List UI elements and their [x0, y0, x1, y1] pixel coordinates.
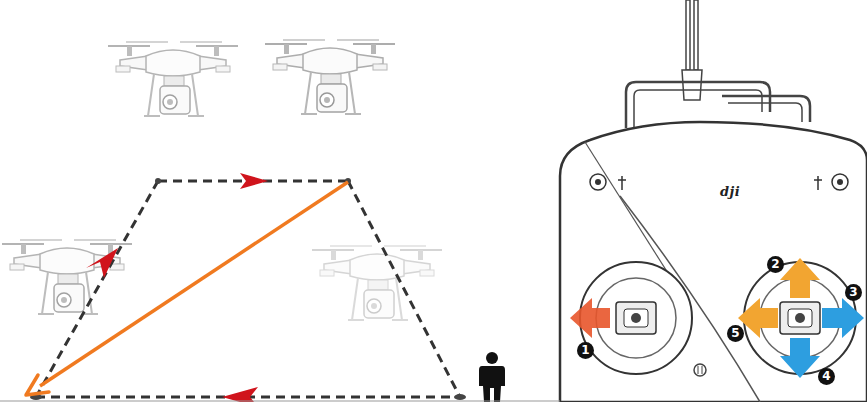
direction-arrow — [86, 248, 118, 278]
direction-arrow — [222, 387, 258, 402]
callout-number: 1 — [577, 342, 594, 359]
stick-arrow-left-orange — [738, 298, 778, 338]
callout-number: 4 — [818, 368, 835, 385]
drone-bottom-left — [2, 240, 132, 314]
callout-number: 2 — [767, 256, 784, 273]
drone-bottom-right — [312, 246, 442, 320]
callout-number: 5 — [727, 325, 744, 342]
brand-logo: dji — [720, 184, 740, 199]
flight-path — [36, 181, 460, 397]
person-icon — [479, 352, 505, 402]
direction-arrow — [240, 173, 268, 189]
stick-arrow-left — [570, 298, 610, 338]
stick-arrow-right — [822, 298, 864, 338]
drone-top-right — [265, 40, 395, 114]
stick-arrow-down — [780, 338, 820, 378]
orange-arrow — [40, 182, 348, 386]
remote-controller — [560, 122, 867, 402]
antenna — [686, 0, 690, 70]
callout-number: 3 — [845, 284, 862, 301]
orange-arrowhead — [26, 375, 49, 395]
stick-arrow-up — [780, 258, 820, 298]
drone-top-left — [108, 42, 238, 116]
